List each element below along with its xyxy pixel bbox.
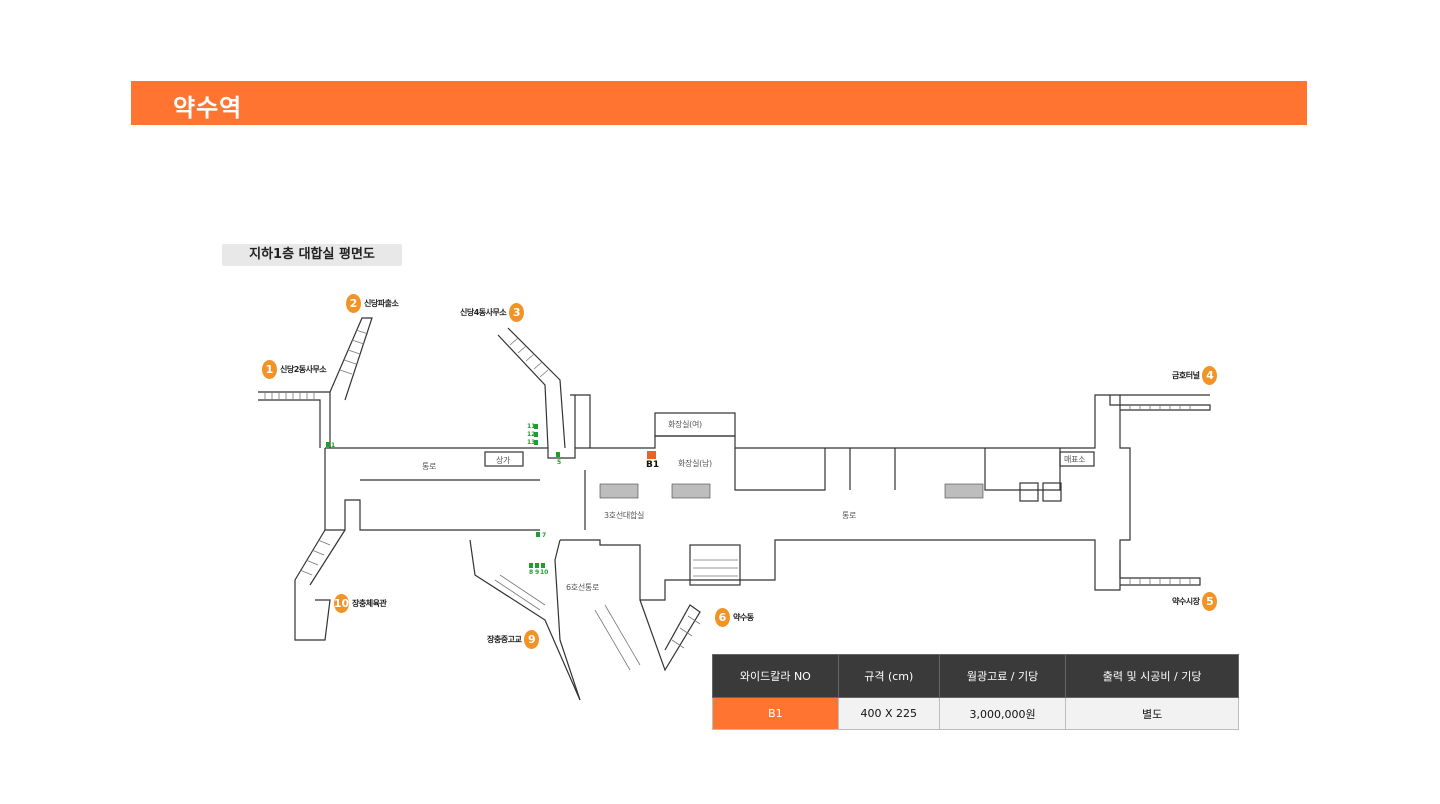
green-point-number: 5 xyxy=(557,459,562,466)
pricing-table: 와이드칼라 NO 규격 (cm) 월광고료 / 기당 출력 및 시공비 / 기당… xyxy=(712,654,1239,730)
exit-number-badge: 6 xyxy=(715,608,730,627)
column-header: 출력 및 시공비 / 기당 xyxy=(1065,654,1239,698)
green-point-number: 13 xyxy=(527,439,536,446)
exit-10: 10 장충체육관 xyxy=(334,594,387,613)
exit-number-badge: 10 xyxy=(334,594,349,613)
exit-label: 약수시장 xyxy=(1172,597,1200,606)
exit-number-badge: 2 xyxy=(346,294,361,313)
exit-4: 금호터널 4 xyxy=(1172,366,1218,385)
exit-number-badge: 4 xyxy=(1202,366,1218,385)
exit-2: 2 신당파출소 xyxy=(346,294,399,313)
table-cell: 3,000,000원 xyxy=(938,697,1067,730)
column-header: 월광고료 / 기당 xyxy=(938,654,1067,698)
exit-5: 약수시장 5 xyxy=(1172,592,1218,611)
page-title: 약수역 xyxy=(173,94,243,122)
green-point xyxy=(534,432,538,437)
table-cell: 별도 xyxy=(1065,697,1239,730)
exit-9: 장충중고교 9 xyxy=(487,630,540,649)
green-point xyxy=(541,563,545,568)
shop-label: 상가 xyxy=(496,456,511,465)
green-point-number: 1 xyxy=(331,442,336,449)
green-point-number: 12 xyxy=(527,431,536,438)
corridor-label-2: 통로 xyxy=(842,511,857,520)
green-point xyxy=(534,440,538,445)
green-point xyxy=(556,452,560,457)
ticket-office-label: 매표소 xyxy=(1064,455,1086,464)
table-cell: 400 X 225 xyxy=(837,697,940,730)
exit-3: 신당4동사무소 3 xyxy=(460,303,525,322)
exit-label: 장충중고교 xyxy=(487,635,522,644)
restroom-men-label: 화장실(남) xyxy=(678,459,712,468)
green-point-number: 9 xyxy=(535,569,540,576)
exit-label: 신당2동사무소 xyxy=(280,365,327,374)
exit-number-badge: 1 xyxy=(262,360,277,379)
exit-6: 6 약수동 xyxy=(715,608,754,627)
b1-location-marker xyxy=(647,451,656,459)
green-point xyxy=(535,563,539,568)
exit-label: 장충체육관 xyxy=(352,599,387,608)
table-cell: B1 xyxy=(712,697,839,730)
exit-1: 1 신당2동사무소 xyxy=(262,360,327,379)
exit-label: 신당4동사무소 xyxy=(460,308,507,317)
table-header-row: 와이드칼라 NO 규격 (cm) 월광고료 / 기당 출력 및 시공비 / 기당 xyxy=(712,654,1239,698)
concourse-label: 3호선대합실 xyxy=(604,511,645,520)
green-point-number: 8 xyxy=(529,569,534,576)
restroom-women-label: 화장실(여) xyxy=(668,420,702,429)
column-header: 규격 (cm) xyxy=(837,654,940,698)
exit-label: 신당파출소 xyxy=(364,299,399,308)
green-point xyxy=(534,424,538,429)
title-bar: 약수역 xyxy=(131,81,1307,125)
column-header: 와이드칼라 NO xyxy=(712,654,839,698)
green-point xyxy=(326,442,330,447)
floor-plan-label: 지하1층 대합실 평면도 xyxy=(222,244,402,266)
corridor-label: 통로 xyxy=(422,462,437,471)
green-point-number: 7 xyxy=(542,532,547,539)
exit-label: 약수동 xyxy=(733,613,754,622)
table-row: B1 400 X 225 3,000,000원 별도 xyxy=(712,697,1239,730)
exit-number-badge: 9 xyxy=(524,630,540,649)
exit-label: 금호터널 xyxy=(1172,371,1200,380)
exit-number-badge: 5 xyxy=(1202,592,1218,611)
green-point-number: 11 xyxy=(527,423,536,430)
green-point xyxy=(536,532,540,537)
line6-passage-label: 6호선통로 xyxy=(566,583,600,592)
b1-marker-label: B1 xyxy=(646,460,660,470)
green-point-number: 10 xyxy=(540,569,549,576)
green-point xyxy=(529,563,533,568)
exit-number-badge: 3 xyxy=(509,303,525,322)
